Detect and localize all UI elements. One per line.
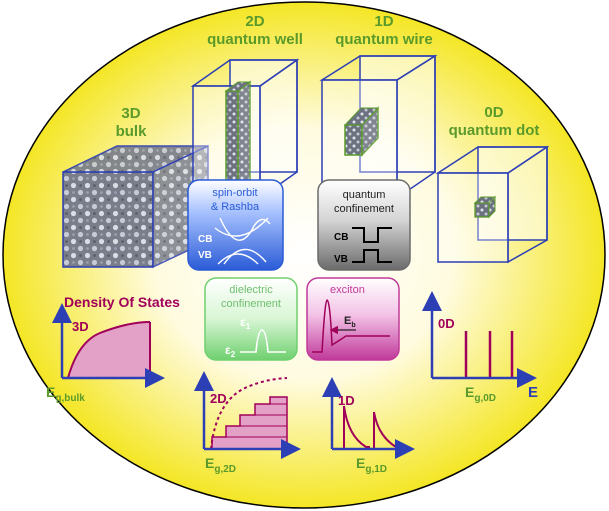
dos-2d-eg: Eg,2D bbox=[205, 455, 236, 475]
bulk-label-line1: 3D bbox=[121, 105, 140, 122]
confinement-cb: CB bbox=[334, 232, 348, 243]
well-label-line2: quantum well bbox=[207, 31, 303, 48]
quantum-dot-cluster bbox=[473, 195, 497, 219]
dos-0d-plot bbox=[422, 291, 537, 388]
spin-orbit-box: spin-orbit & Rashba CB VB bbox=[187, 179, 284, 271]
quantum-well-slab bbox=[224, 80, 252, 197]
wire-label-line1: 1D bbox=[374, 13, 393, 30]
dielectric-confinement-box: dielectric confinement ε1 ε2 bbox=[204, 277, 298, 361]
dos-3d-eg: Eg,bulk bbox=[46, 384, 85, 404]
exciton-box: exciton Eb bbox=[306, 277, 400, 361]
bulk-label-line2: bulk bbox=[116, 123, 147, 140]
spin-orbit-vb: VB bbox=[198, 250, 212, 261]
quantum-wire-rod bbox=[343, 106, 380, 157]
dielectric-line1: dielectric bbox=[229, 284, 273, 296]
confinement-vb: VB bbox=[334, 254, 348, 265]
dos-3d-plot bbox=[52, 303, 165, 388]
wire-label-line2: quantum wire bbox=[335, 31, 433, 48]
epsilon-2: ε2 bbox=[225, 343, 236, 359]
dos-title: Density Of States bbox=[64, 294, 180, 310]
dos-2d-plot bbox=[194, 371, 301, 459]
quantum-dot-cube bbox=[435, 145, 550, 264]
dos-0d-axis-label: E bbox=[528, 384, 538, 401]
well-label-line1: 2D bbox=[245, 13, 264, 30]
dos-1d-eg: Eg,1D bbox=[356, 455, 387, 475]
dos-2d-label: 2D bbox=[210, 391, 227, 406]
epsilon-1: ε1 bbox=[240, 315, 251, 331]
spin-orbit-line1: spin-orbit bbox=[212, 187, 257, 199]
dos-1d-plot bbox=[322, 377, 415, 459]
dos-3d-label: 3D bbox=[72, 319, 89, 334]
confinement-line1: quantum bbox=[343, 189, 386, 201]
exciton-title: exciton bbox=[330, 284, 365, 296]
dos-0d-eg: Eg,0D bbox=[465, 384, 496, 404]
dos-1d-label: 1D bbox=[338, 393, 355, 408]
spin-orbit-line2: & Rashba bbox=[211, 201, 260, 213]
confinement-line2: confinement bbox=[334, 203, 394, 215]
spin-orbit-cb: CB bbox=[198, 234, 212, 245]
quantum-confinement-box: quantum confinement CB VB bbox=[317, 179, 411, 271]
dielectric-line2: confinement bbox=[221, 298, 281, 310]
dos-0d-label: 0D bbox=[438, 316, 455, 331]
binding-energy-label: Eb bbox=[344, 315, 356, 329]
dot-label-line1: 0D bbox=[484, 104, 503, 121]
bulk-cube bbox=[62, 144, 209, 269]
dot-label-line2: quantum dot bbox=[449, 122, 540, 139]
